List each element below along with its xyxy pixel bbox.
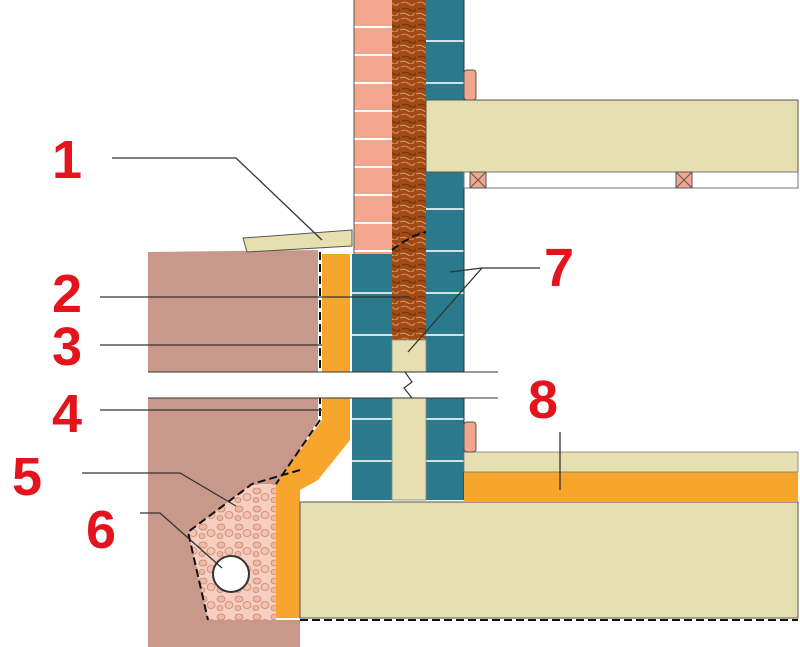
leader-lines (82, 157, 561, 569)
outer-insulation (276, 254, 350, 618)
drain-pipe (212, 555, 250, 593)
callout-5: 5 (12, 447, 42, 507)
concrete-core (391, 339, 427, 501)
soil-upper (148, 250, 318, 372)
floor-joist-layer (463, 171, 799, 189)
wall-break (148, 372, 498, 398)
floor-insulation (464, 472, 798, 502)
gravel-drainage (188, 484, 276, 620)
callout-7: 7 (544, 238, 574, 298)
wood-fiber-insulation (392, 0, 426, 340)
upper-floor-slab (425, 99, 799, 173)
brick-facing (354, 0, 392, 254)
callout-8: 8 (528, 370, 558, 430)
inner-block-wall (426, 0, 464, 500)
blind-area-slab (242, 229, 353, 253)
callout-1: 1 (52, 130, 82, 190)
callout-3: 3 (52, 317, 82, 377)
floor-screed (463, 451, 799, 473)
callout-2: 2 (52, 264, 82, 324)
callout-4: 4 (52, 384, 82, 444)
callout-6: 6 (86, 500, 116, 560)
floor-slab (299, 501, 799, 619)
